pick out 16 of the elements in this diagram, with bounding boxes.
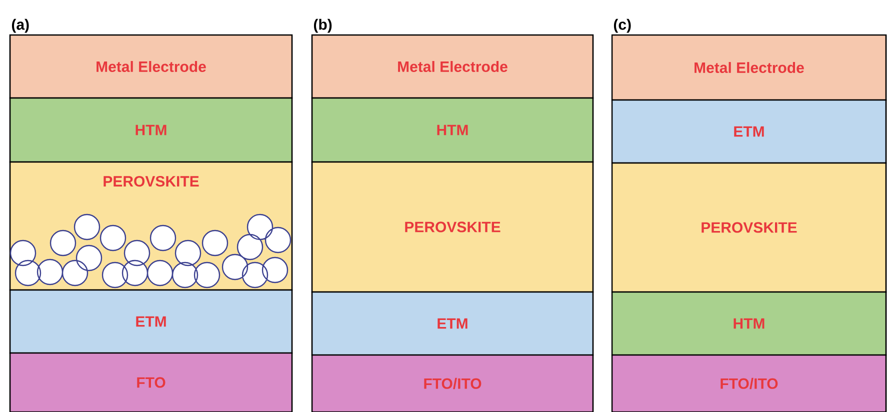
- layer-box: Metal Electrode: [311, 34, 594, 99]
- layer-box: HTM: [611, 291, 887, 356]
- layer-box: HTM: [9, 97, 293, 163]
- panel-label: (b): [314, 18, 332, 33]
- layer-box: Metal Electrode: [611, 34, 887, 101]
- panel-label: (c): [614, 18, 631, 33]
- layer-box: ETM: [9, 289, 293, 354]
- layer-box: FTO/ITO: [311, 354, 594, 412]
- layer-box: Metal Electrode: [9, 34, 293, 99]
- layer-box: PEROVSKITE: [611, 162, 887, 293]
- layer-box: FTO/ITO: [611, 354, 887, 412]
- layer-box: ETM: [311, 291, 594, 356]
- layer-box: FTO: [9, 352, 293, 412]
- layer-box: HTM: [311, 97, 594, 163]
- layer-box: PEROVSKITE: [311, 161, 594, 293]
- layer-box: ETM: [611, 99, 887, 164]
